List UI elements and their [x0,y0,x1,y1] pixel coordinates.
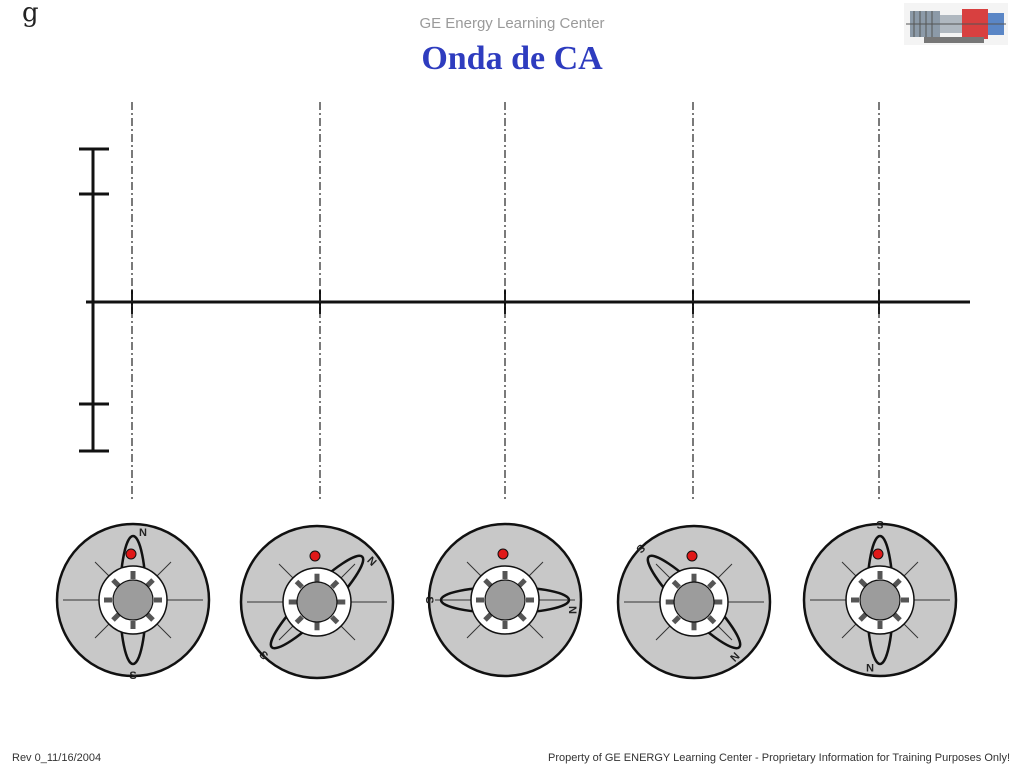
reference-marker [686,550,698,562]
time-axis [86,290,970,314]
reference-marker [872,548,884,560]
ge-logo: g [22,0,39,28]
property-notice: Property of GE ENERGY Learning Center - … [548,752,1010,764]
gas-turbine-icon [904,3,1008,45]
generator-positions: N S N S [55,518,958,682]
south-pole-label: S [129,670,136,682]
position-guides [131,102,880,500]
north-pole-label: N [866,661,874,673]
generator-45deg: N S [239,524,395,680]
generator-0deg: N S [55,522,211,682]
generator-135deg: N S [616,524,772,680]
north-pole-label: N [139,527,147,539]
south-pole-label: S [876,518,883,530]
north-pole-label: N [566,606,578,614]
reference-marker [309,550,321,562]
amplitude-axis [79,147,109,453]
south-pole-label: S [423,596,435,603]
reference-marker [125,548,137,560]
generator-180deg: N S [802,518,958,678]
revision-label: Rev 0_11/16/2004 [12,752,102,764]
reference-marker [497,548,509,560]
slide-title: Onda de CA [421,40,603,77]
generator-90deg: N S [423,522,583,678]
learning-center-name: GE Energy Learning Center [419,15,605,32]
